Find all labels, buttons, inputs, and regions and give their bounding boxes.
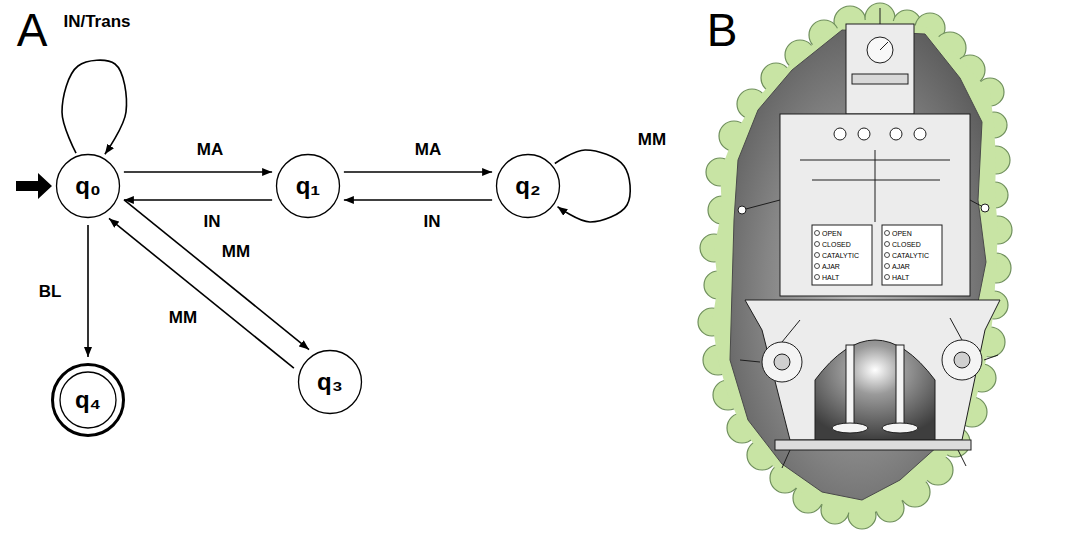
transition-label: MM [220,242,252,262]
knob [834,128,846,140]
piston-base [882,423,918,433]
status-label: CATALYTIC [892,252,929,259]
antenna [880,8,881,24]
knob [914,128,926,140]
arm-joint [981,204,989,212]
gear-hub [774,354,790,370]
state-outline [275,153,341,219]
status-label: CLOSED [822,241,851,248]
status-label: HALT [822,274,839,281]
indicator [815,264,820,269]
protein-surface [698,3,1012,529]
state-ring [57,155,120,218]
transition-arrow [344,199,492,201]
machine-body [780,114,970,296]
leg [782,450,790,468]
dna-gear [942,340,982,380]
state-ring [277,155,340,218]
state-circle: q₀ [55,153,121,219]
machine-tower [846,24,914,114]
transition-label: MM [636,130,668,150]
status-label: OPEN [892,230,912,237]
state-circle: q₂ [495,153,561,219]
status-label: OPEN [822,230,842,237]
arm [742,200,780,210]
transition-label: MA [195,140,225,160]
status-label: CATALYTIC [822,252,859,259]
indicator [885,253,890,258]
indicator-lights [815,231,890,280]
machine-wires [800,150,950,222]
indicator [885,231,890,236]
piston [896,345,904,425]
transition-arrow [87,225,89,357]
molecular-machine [738,8,1000,468]
status-panel [882,225,942,285]
arm-joint [738,206,746,214]
transition-label: BL [37,282,64,302]
dna-gear [762,342,802,382]
machine-base [775,440,971,450]
transition-arrow [109,218,294,368]
gauge [867,37,893,63]
indicator [815,231,820,236]
state-name: q₂ [515,173,540,199]
accept-ring [60,372,116,428]
transition-label: IN/Trans [61,12,132,32]
status-label: AJAR [892,263,910,270]
state-outline [495,153,561,219]
status-label: HALT [892,274,909,281]
accept-state: q₄ [51,363,125,437]
leg [958,450,966,466]
protein-body [712,18,998,515]
state-circle: q₃ [297,349,363,415]
state-name: q₃ [317,369,343,395]
transition-label: IN [202,212,223,232]
indicator [815,242,820,247]
transition-label: MA [413,140,443,160]
transition-arrow [124,199,272,201]
indicator [885,264,890,269]
knob [858,128,870,140]
state-outline [51,363,125,437]
knob [890,128,902,140]
piston-base [832,423,868,433]
self-loop-arrow [62,60,126,154]
piston [846,345,854,425]
indicator [885,275,890,280]
indicator [815,275,820,280]
gear-rods [740,318,998,362]
panel-letter: A [17,7,48,53]
transition-label: IN [422,212,443,232]
status-label: AJAR [822,263,840,270]
tower-strip [852,74,908,84]
transition-arrow [124,200,309,350]
indicator [815,253,820,258]
state-ring [53,365,124,436]
status-label: CLOSED [892,241,921,248]
state-ring [497,155,560,218]
transition-arrow [344,171,492,173]
status-panel [812,225,872,285]
transition-arrow [124,171,272,173]
indicator [885,242,890,247]
state-ring [299,351,362,414]
state-name: q₀ [75,173,100,199]
gear-hub [954,352,970,368]
state-outline [55,153,121,219]
start-arrow [16,173,52,199]
panel-letter: B [707,7,738,53]
catalytic-chamber [815,340,935,440]
machine-platform [745,300,1000,440]
self-loop-arrow [555,150,630,222]
state-outline [297,349,363,415]
state-name: q₁ [296,173,321,199]
state-name: q₄ [75,387,101,413]
transition-label: MM [167,308,199,328]
gauge-needle [880,42,888,50]
state-circle: q₁ [275,153,341,219]
